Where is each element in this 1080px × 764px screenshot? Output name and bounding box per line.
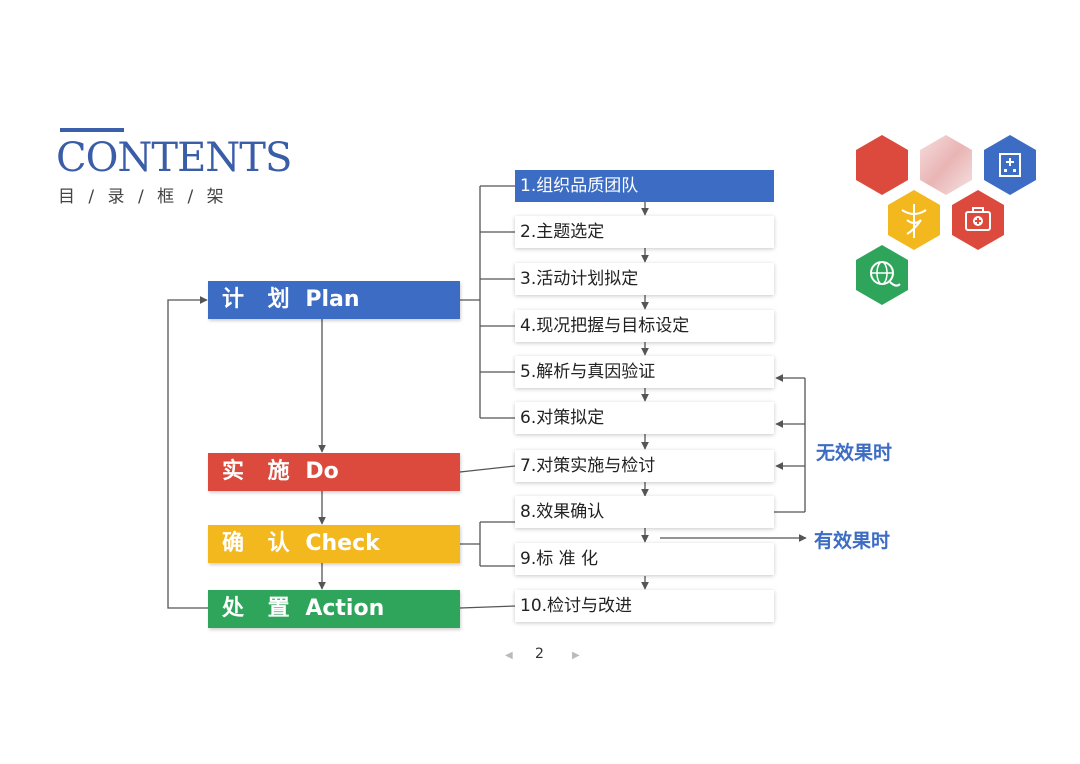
phase-plan-zh: 计 划 [222,287,298,312]
no-effect-label: 无效果时 [816,442,893,464]
step-2: 2.主题选定 [515,216,774,248]
phase-plan: 计 划 Plan [208,281,460,319]
do-connector [459,465,516,473]
phase-action-zh: 处 置 [222,596,298,621]
step-10: 10.检讨与改进 [515,590,774,622]
globe-stethoscope-icon [856,245,908,305]
step-3: 3.活动计划拟定 [515,263,774,295]
page-subtitle: 目 / 录 / 框 / 架 [58,187,228,207]
action-connector [459,605,516,609]
step-1: 1.组织品质团队 [515,170,774,202]
title-accent-bar [60,128,124,132]
step-7: 7.对策实施与检讨 [515,450,774,482]
action-to-plan-loop [167,296,208,609]
phase-check-en: Check [305,531,380,556]
phase-check: 确 认 Check [208,525,460,563]
hospital-icon [984,135,1036,195]
step-5: 5.解析与真因验证 [515,356,774,388]
phase-do: 实 施 Do [208,453,460,491]
phase-plan-en: Plan [305,287,360,312]
pink-photo-hexagon [920,135,972,195]
phase-action-en: Action [305,596,385,621]
step-9: 9.标 准 化 [515,543,774,575]
red-hexagon [856,135,908,195]
page-number: 2 [535,646,544,662]
phase-action: 处 置 Action [208,590,460,628]
first-aid-icon [952,190,1004,250]
prev-page-arrow[interactable]: ◀ [505,650,513,661]
caduceus-icon [888,190,940,250]
step-8: 8.效果确认 [515,496,774,528]
step-4: 4.现况把握与目标设定 [515,310,774,342]
page-title: CONTENTS [56,135,292,181]
effect-label: 有效果时 [814,530,891,552]
phase-do-en: Do [305,459,339,484]
hexagon-icon-cluster [856,135,1036,305]
phase-check-zh: 确 认 [222,531,298,556]
next-page-arrow[interactable]: ▶ [572,650,580,661]
phase-do-zh: 实 施 [222,459,298,484]
step-6: 6.对策拟定 [515,402,774,434]
